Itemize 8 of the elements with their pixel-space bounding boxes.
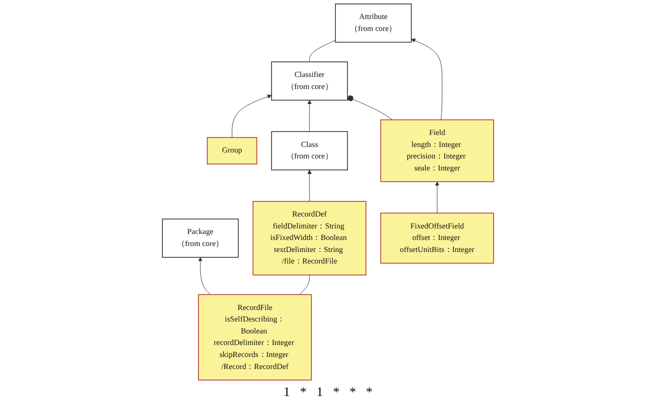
multiplicity-label: 1 (316, 384, 323, 401)
multiplicity-label: * (366, 384, 372, 401)
multiplicity-label: * (333, 384, 340, 401)
multiplicity-label: * (300, 384, 306, 401)
connector (299, 274, 310, 295)
multiplicity-label: 1 (284, 384, 290, 401)
connector (309, 40, 336, 62)
multiplicity-label: * (350, 384, 356, 401)
